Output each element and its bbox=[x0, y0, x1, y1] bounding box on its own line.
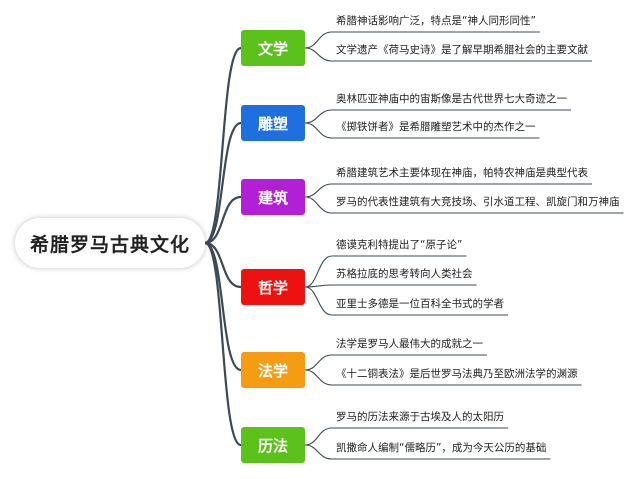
root-branch-connector bbox=[204, 241, 242, 289]
branch-leaf-connector bbox=[304, 354, 333, 371]
branch-leaf-connector bbox=[304, 444, 333, 460]
leaf-philosophy-3[interactable]: 亚里士多德是一位百科全书式的学者 bbox=[336, 298, 504, 310]
leaf-sculpture-2[interactable]: 《掷铁饼者》是希腊雕塑艺术中的杰作之一 bbox=[336, 121, 536, 133]
branch-philosophy[interactable]: 哲学 bbox=[241, 269, 305, 305]
leaf-sculpture-1[interactable]: 奥林匹亚神庙中的宙斯像是古代世界七大奇迹之一 bbox=[336, 93, 567, 105]
leaf-calendar-1[interactable]: 罗马的历法来源于古埃及人的太阳历 bbox=[336, 411, 504, 423]
branch-sculpture[interactable]: 雕塑 bbox=[241, 105, 305, 141]
branch-leaf-connector bbox=[304, 196, 333, 214]
leaf-calendar-2[interactable]: 凯撒命人编制“儒略历”，成为今天公历的基础 bbox=[336, 442, 547, 454]
root-branch-connector bbox=[204, 241, 242, 447]
leaf-law-2[interactable]: 《十二铜表法》是后世罗马法典乃至欧洲法学的渊源 bbox=[336, 368, 578, 380]
branch-calendar[interactable]: 历法 bbox=[241, 427, 305, 463]
branch-leaf-connector bbox=[304, 109, 333, 124]
leaf-architecture-2[interactable]: 罗马的代表性建筑有大竞技场、引水道工程、凯旋门和万神庙 bbox=[336, 196, 620, 208]
branch-leaf-connector bbox=[304, 286, 333, 316]
branch-leaf-connector bbox=[304, 47, 333, 62]
root-branch-connector bbox=[204, 121, 242, 245]
branch-leaf-connector bbox=[304, 183, 333, 198]
branch-leaf-connector bbox=[304, 31, 333, 49]
leaf-law-1[interactable]: 法学是罗马人最伟大的成就之一 bbox=[336, 338, 483, 350]
branch-leaf-connector bbox=[304, 255, 333, 288]
root-topic[interactable]: 希腊罗马古典文化 bbox=[15, 218, 205, 268]
leaf-philosophy-2[interactable]: 苏格拉底的思考转向人类社会 bbox=[336, 268, 473, 280]
branch-law[interactable]: 法学 bbox=[241, 352, 305, 388]
branch-leaf-connector bbox=[304, 122, 333, 139]
leaf-philosophy-1[interactable]: 德谟克利特提出了“原子论” bbox=[336, 239, 463, 251]
leaf-architecture-1[interactable]: 希腊建筑艺术主要体现在神庙，帕特农神庙是典型代表 bbox=[336, 167, 588, 179]
branch-literature[interactable]: 文学 bbox=[241, 30, 305, 66]
leaf-literature-2[interactable]: 文学遗产《荷马史诗》是了解早期希腊社会的主要文献 bbox=[336, 44, 588, 56]
leaf-literature-1[interactable]: 希腊神话影响广泛，特点是“神人同形同性” bbox=[336, 15, 536, 27]
branch-leaf-connector bbox=[304, 369, 333, 386]
root-branch-connector bbox=[204, 46, 242, 245]
branch-leaf-connector bbox=[304, 427, 333, 446]
root-branch-connector bbox=[204, 195, 242, 245]
branch-architecture[interactable]: 建筑 bbox=[241, 179, 305, 215]
